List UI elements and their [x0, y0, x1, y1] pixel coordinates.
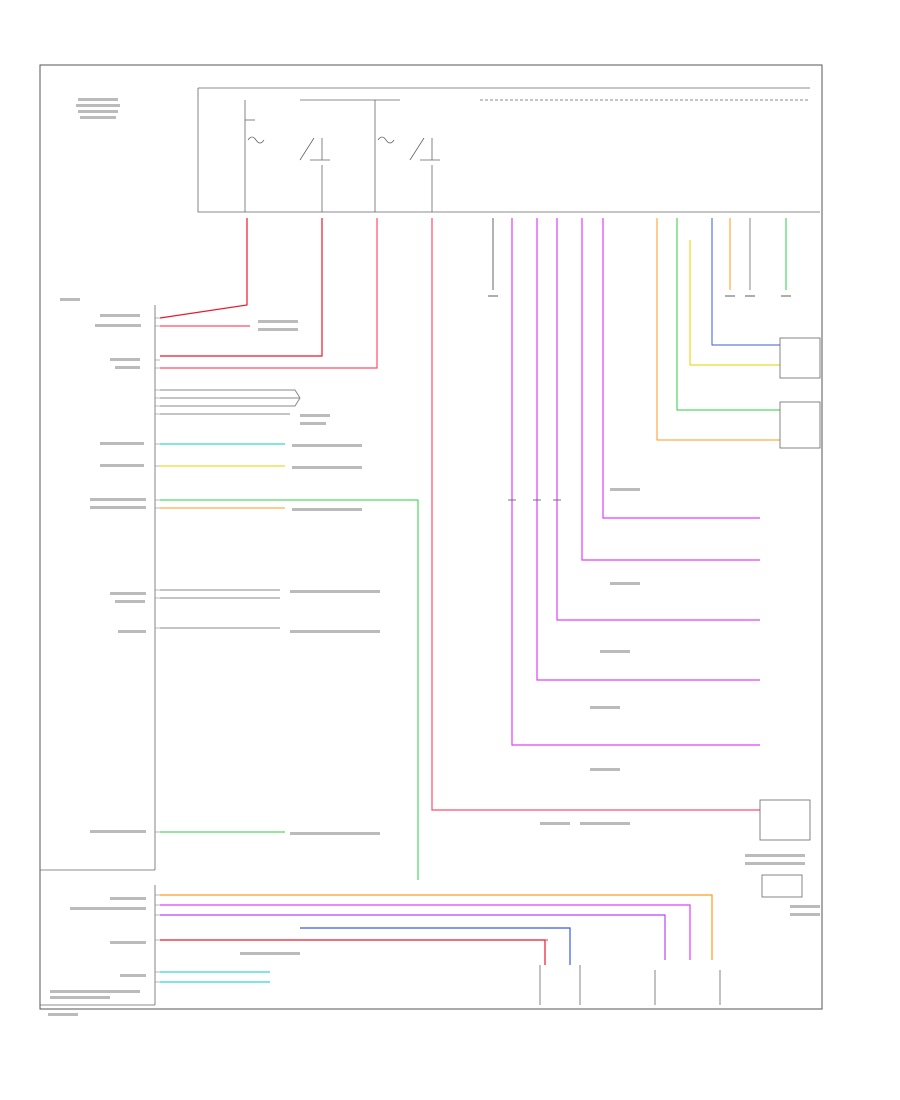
wire-red-1 — [159, 218, 248, 319]
wire-gray-3 — [160, 397, 301, 407]
wires-red — [159, 218, 760, 965]
wire-red-3 — [160, 218, 323, 357]
component-box-bottom-right — [761, 874, 803, 898]
wire-red-5 — [431, 218, 760, 811]
wire-magenta-3 — [556, 218, 760, 621]
wire-green-right — [676, 218, 780, 411]
wires-signal — [160, 443, 419, 983]
fuse-symbol-2 — [377, 136, 395, 144]
wire-magenta-1 — [511, 218, 760, 746]
wire-red-6 — [160, 939, 546, 965]
relay-symbol-1 — [299, 137, 330, 161]
component-box-lower — [759, 799, 811, 841]
component-box-upper — [779, 337, 821, 379]
wires-gray — [160, 389, 301, 629]
right-components — [539, 337, 821, 1005]
wire-green-long — [160, 499, 419, 880]
wire-yellow-right — [689, 240, 780, 366]
fuse-symbol-1 — [247, 136, 265, 144]
left-module-pins — [155, 317, 160, 983]
relay-symbol-2 — [409, 137, 440, 161]
power-distribution-box — [197, 87, 820, 213]
wire-bus-orange — [160, 894, 713, 960]
wire-magenta-4 — [581, 218, 760, 561]
wires-right-top — [492, 218, 787, 441]
wire-bus-violet — [160, 914, 666, 960]
component-label-blocks — [48, 98, 820, 1016]
wire-magenta-2 — [536, 218, 760, 681]
wire-blue-right — [711, 218, 780, 346]
sensor-housing-2 — [654, 970, 721, 1005]
wire-gray-1 — [160, 389, 301, 399]
wire-magenta-5 — [602, 218, 760, 519]
wire-bus-blue — [300, 927, 571, 965]
wire-red-4 — [160, 218, 378, 369]
sensor-housing-1 — [539, 965, 581, 1005]
wires-bottom-bus — [160, 894, 713, 965]
component-box-middle — [779, 401, 821, 449]
wires-magenta-right — [511, 218, 760, 746]
relay-symbols — [245, 119, 440, 212]
diagram-frame — [39, 64, 823, 1010]
wire-bus-magenta — [160, 904, 691, 960]
wire-orange-right — [656, 218, 780, 441]
